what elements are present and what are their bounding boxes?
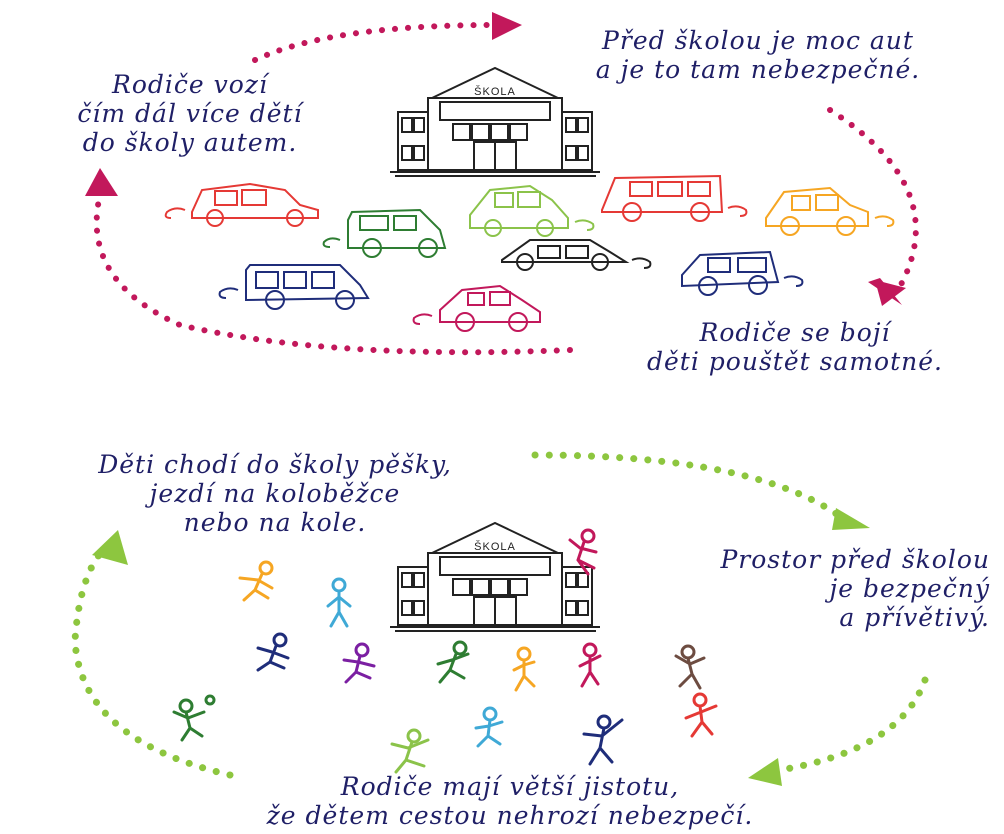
car-navy-small xyxy=(681,250,804,296)
caption-parents-afraid: Rodiče se bojí děti pouštět samotné. xyxy=(647,318,943,376)
arrowhead-icon xyxy=(492,12,522,40)
car-magenta xyxy=(412,284,541,332)
top-arrowheads xyxy=(85,12,906,306)
car-black xyxy=(501,239,652,271)
car-lime xyxy=(469,184,595,237)
child-figure xyxy=(674,644,706,690)
car-navy-van xyxy=(218,264,370,310)
caption-parents-confident: Rodiče mají větší jistotu, že dětem cest… xyxy=(266,772,754,830)
child-figure xyxy=(512,646,536,692)
child-figure xyxy=(326,577,352,628)
child-figure xyxy=(342,642,376,684)
child-figure xyxy=(474,706,504,748)
arrowhead-icon xyxy=(92,530,128,565)
school-sign-bottom: ŠKOLA xyxy=(474,540,516,553)
car-red-van xyxy=(601,174,748,222)
child-figure xyxy=(684,692,718,738)
child-figure xyxy=(582,714,624,766)
arrowhead-icon xyxy=(875,280,906,306)
bottom-cycle-arrows xyxy=(71,451,929,779)
caption-too-many-cars: Před školou je moc aut a je to tam nebez… xyxy=(595,26,921,84)
arrowhead-icon xyxy=(85,168,118,196)
child-figure xyxy=(578,642,602,688)
car-red xyxy=(164,182,319,227)
bottom-arrowheads xyxy=(92,508,870,786)
child-figure xyxy=(256,632,290,672)
car-green xyxy=(322,208,447,258)
caption-space-safe: Prostor před školou je bezpečný a přívět… xyxy=(720,545,990,632)
arrowhead-icon xyxy=(748,758,782,786)
child-figure xyxy=(172,694,216,742)
child-figure xyxy=(568,528,598,576)
car-orange xyxy=(765,186,895,236)
child-figure xyxy=(436,640,470,684)
arrowhead-icon xyxy=(832,508,870,530)
child-figure xyxy=(238,560,274,602)
caption-kids-walk: Děti chodí do školy pěšky, jezdí na kolo… xyxy=(98,450,452,537)
child-figure xyxy=(390,728,430,774)
school-building-top xyxy=(390,66,600,177)
school-building-bottom xyxy=(390,521,600,632)
caption-parents-drive: Rodiče vozí čím dál více dětí do školy a… xyxy=(77,70,303,157)
top-cycle-arrows xyxy=(93,22,919,356)
school-sign-top: ŠKOLA xyxy=(474,85,516,98)
